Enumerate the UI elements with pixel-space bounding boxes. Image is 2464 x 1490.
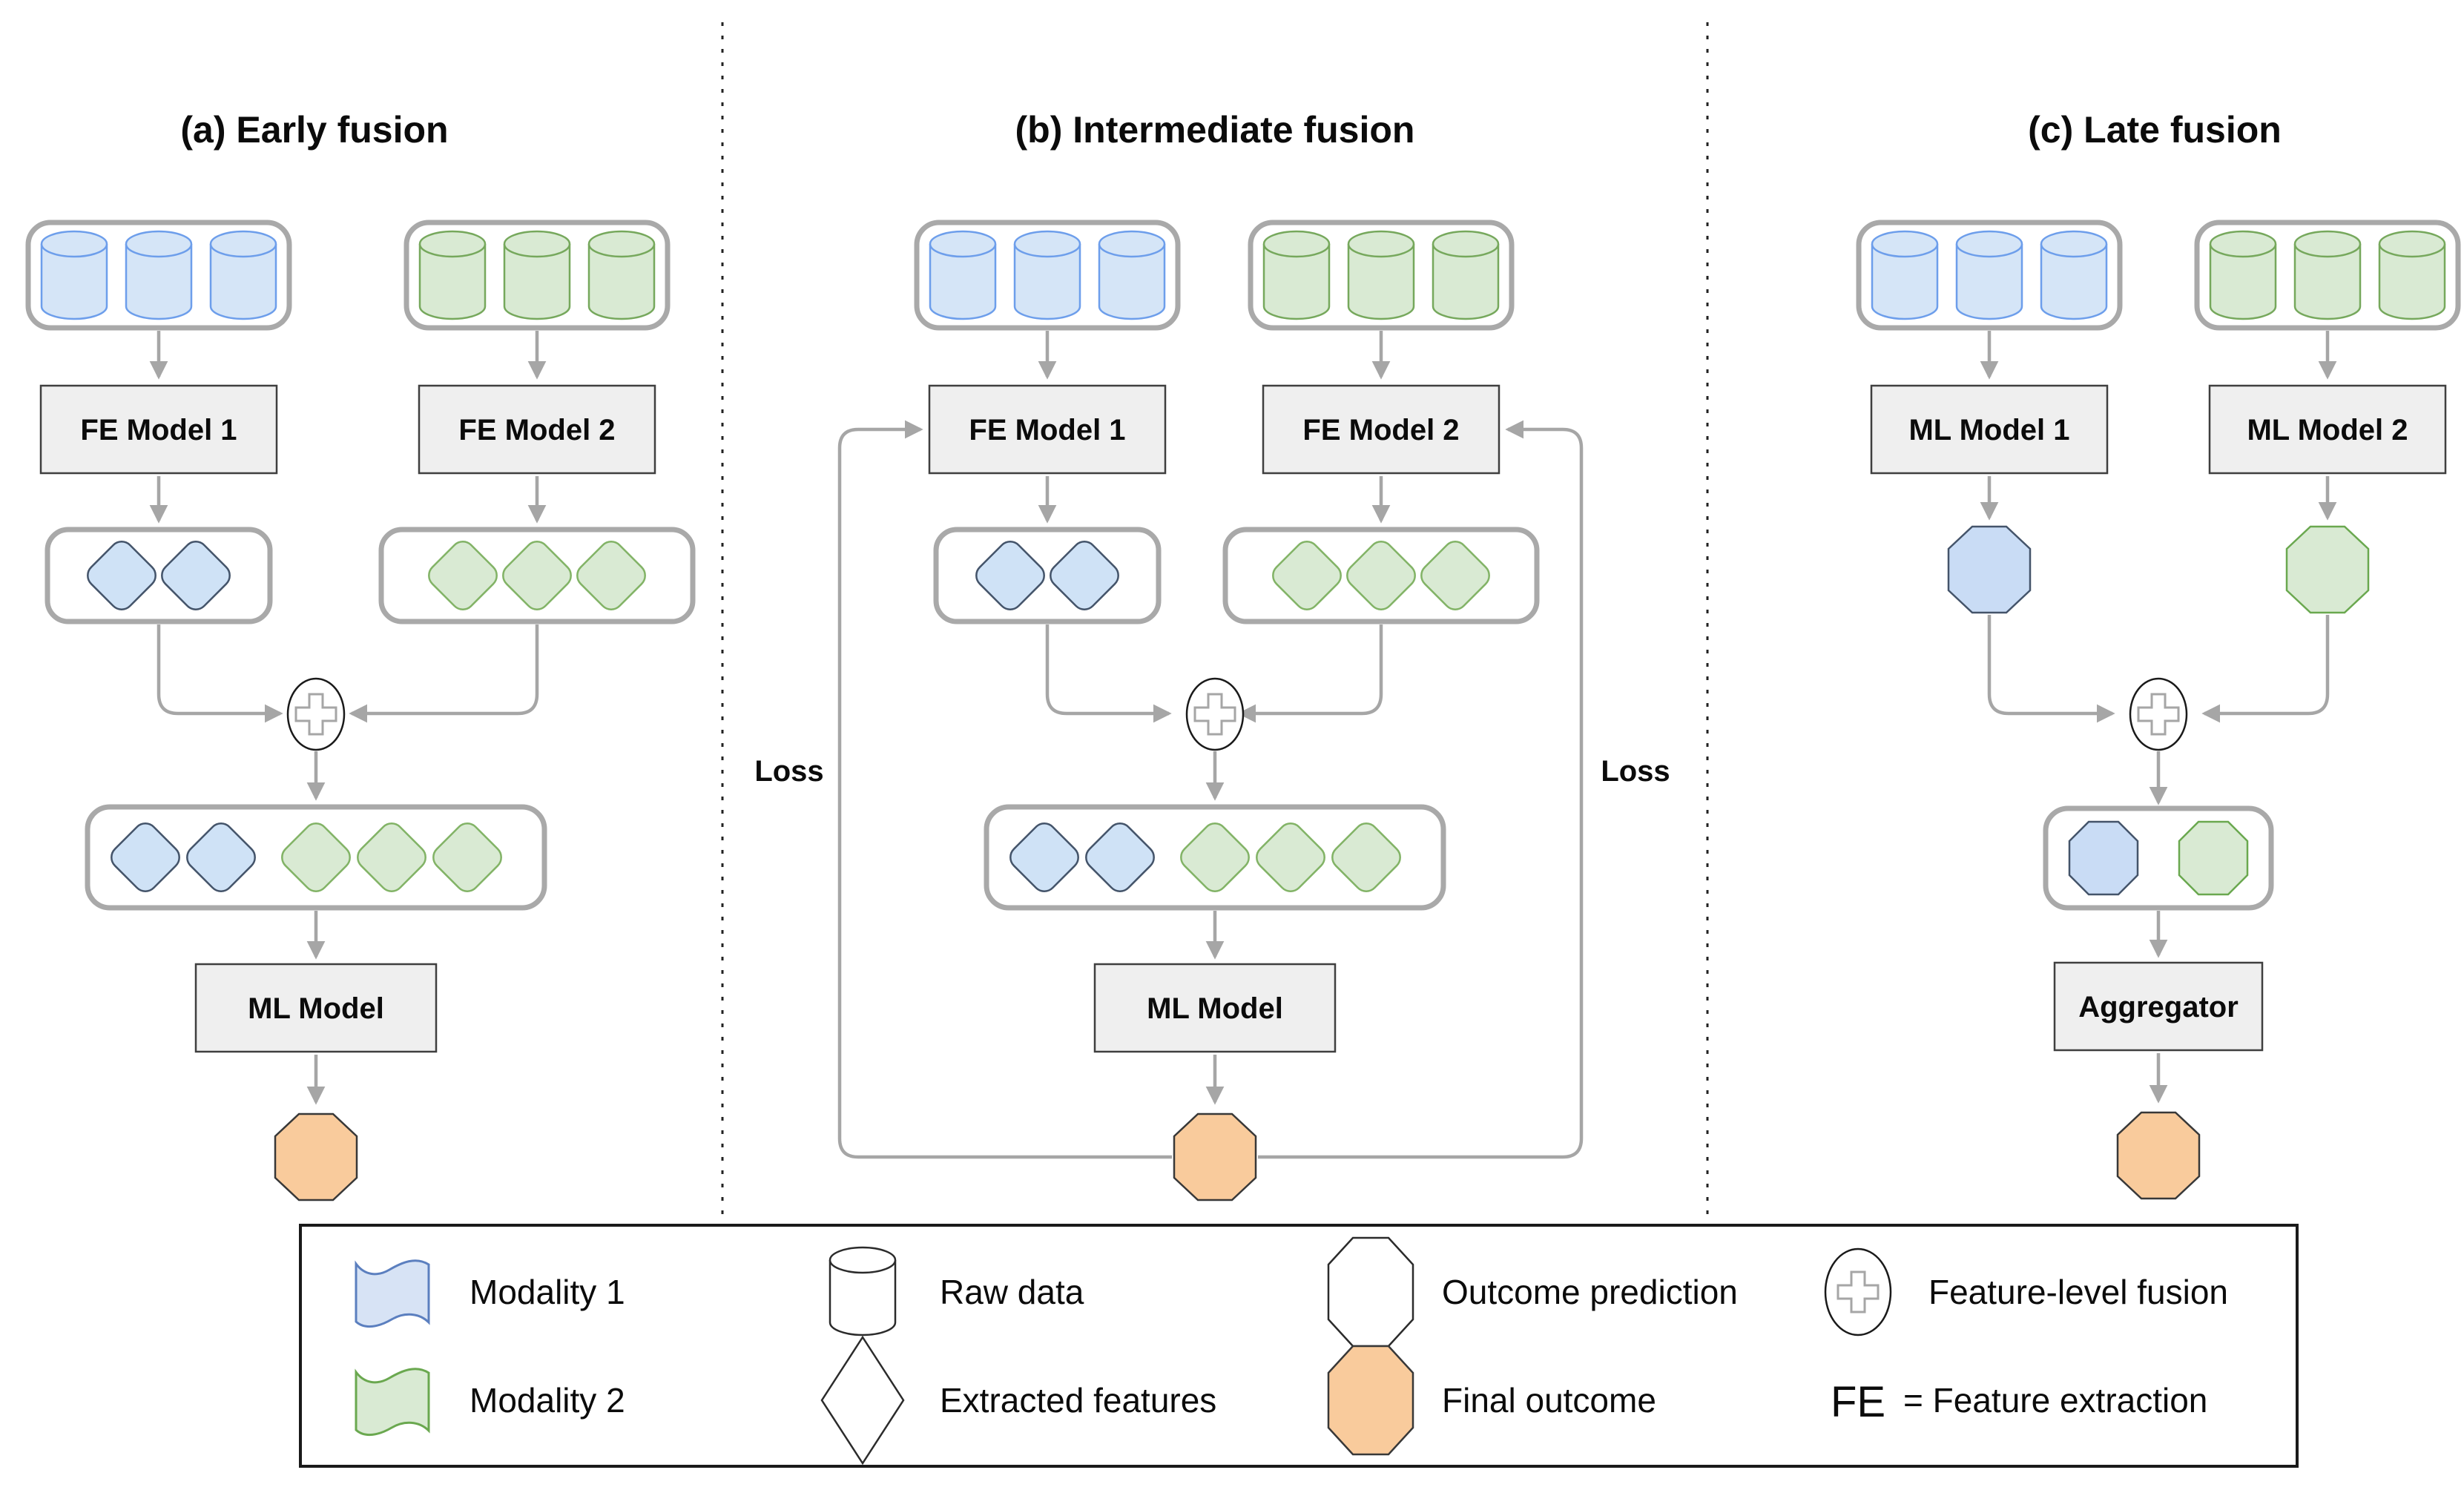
raw-data-cylinder-icon	[1432, 230, 1500, 320]
panel-intermediate-fusion: (b) Intermediate fusion FE Model 1 FE Mo…	[754, 109, 1670, 1201]
loss-feedback-loop-left	[837, 420, 1172, 1159]
legend: Modality 1 Modality 2 Raw data Extracted…	[299, 1224, 2299, 1468]
panel-a-title: (a) Early fusion	[180, 109, 448, 151]
fe-model-2-label: FE Model 2	[458, 414, 615, 446]
loss-feedback-loop-right	[1258, 420, 1584, 1159]
raw-data-cylinder-icon	[587, 230, 656, 320]
ml-model-label: ML Model	[248, 992, 384, 1025]
outcome-prediction-octagon-icon	[2285, 525, 2370, 614]
raw-data-cylinder-icon	[1013, 230, 1081, 320]
elbow-connector	[2201, 615, 2330, 723]
legend-fe-abbreviation: FE	[1831, 1378, 1885, 1426]
legend-modality2-label: Modality 2	[470, 1381, 625, 1420]
panel-late-fusion: (c) Late fusion ML Model 1 ML Model 2 Ag…	[1856, 109, 2461, 1200]
ml-model-2-label: ML Model 2	[2247, 414, 2408, 446]
aggregator-label: Aggregator	[2078, 991, 2239, 1023]
extracted-features-diamond-icon	[820, 1335, 905, 1466]
loss-label-right: Loss	[1601, 755, 1670, 788]
modality1-features-container	[933, 527, 1162, 624]
fe-model-2-box	[418, 384, 656, 475]
legend-modality1-label: Modality 1	[470, 1273, 625, 1311]
raw-data-cylinder-icon	[503, 230, 571, 320]
outcome-prediction-octagon-icon	[1947, 525, 2032, 614]
raw-data-cylinder-icon	[2378, 230, 2446, 320]
fe-model-2-label: FE Model 2	[1302, 414, 1459, 446]
elbow-connector	[1987, 615, 2115, 723]
ml-model-box	[194, 963, 438, 1053]
elbow-connector	[349, 624, 539, 723]
panel-b-title: (b) Intermediate fusion	[1015, 109, 1415, 151]
ml-model-1-label: ML Model 1	[1908, 414, 2069, 446]
raw-data-cylinder-icon	[2040, 230, 2108, 320]
fe-model-1-label: FE Model 1	[80, 414, 237, 446]
modality1-features-container	[45, 527, 273, 624]
raw-data-cylinder-icon	[829, 1246, 897, 1336]
fe-model-1-box	[39, 384, 278, 475]
raw-data-cylinder-icon	[1262, 230, 1331, 320]
ml-model-label: ML Model	[1147, 992, 1283, 1025]
outcome-prediction-octagon-icon	[1327, 1236, 1414, 1348]
raw-data-cylinder-icon	[1871, 230, 1939, 320]
panel-c-title: (c) Late fusion	[2028, 109, 2282, 151]
legend-outcome-prediction-label: Outcome prediction	[1442, 1273, 1738, 1311]
final-outcome-octagon-icon	[2116, 1111, 2201, 1200]
raw-data-cylinder-icon	[125, 230, 193, 320]
ml-model-box	[1093, 963, 1337, 1053]
elbow-connector	[157, 624, 283, 723]
final-outcome-octagon-icon	[1173, 1112, 1257, 1201]
legend-fe-definition: = Feature extraction	[1903, 1381, 2207, 1420]
legend-extracted-features-label: Extracted features	[940, 1381, 1216, 1420]
final-outcome-octagon-icon	[1327, 1345, 1414, 1456]
fe-model-1-box	[928, 384, 1167, 475]
raw-data-cylinder-icon	[1955, 230, 2023, 320]
panel-early-fusion: (a) Early fusion FE Model 1 FE Model 2	[25, 109, 696, 1201]
fe-model-1-label: FE Model 1	[969, 414, 1125, 446]
elbow-connector	[1045, 624, 1172, 723]
legend-box	[299, 1224, 2299, 1468]
raw-data-cylinder-icon	[2293, 230, 2362, 320]
ml-model-1-box	[1870, 384, 2109, 475]
elbow-connector	[1237, 624, 1383, 723]
fe-model-2-box	[1262, 384, 1501, 475]
loss-label-left: Loss	[754, 755, 823, 788]
raw-data-cylinder-icon	[209, 230, 277, 320]
final-outcome-octagon-icon	[274, 1112, 358, 1201]
raw-data-cylinder-icon	[1347, 230, 1415, 320]
aggregator-box	[2053, 961, 2264, 1052]
outcome-prediction-octagon-icon	[2178, 820, 2249, 896]
legend-raw-data-label: Raw data	[940, 1273, 1084, 1311]
raw-data-cylinder-icon	[2209, 230, 2277, 320]
raw-data-cylinder-icon	[929, 230, 997, 320]
outcome-prediction-octagon-icon	[2068, 820, 2139, 896]
raw-data-cylinder-icon	[418, 230, 487, 320]
raw-data-cylinder-icon	[1098, 230, 1166, 320]
ml-model-2-box	[2208, 384, 2447, 475]
raw-data-cylinder-icon	[40, 230, 108, 320]
legend-final-outcome-label: Final outcome	[1442, 1381, 1656, 1420]
legend-feature-level-fusion-label: Feature-level fusion	[1928, 1273, 2228, 1311]
